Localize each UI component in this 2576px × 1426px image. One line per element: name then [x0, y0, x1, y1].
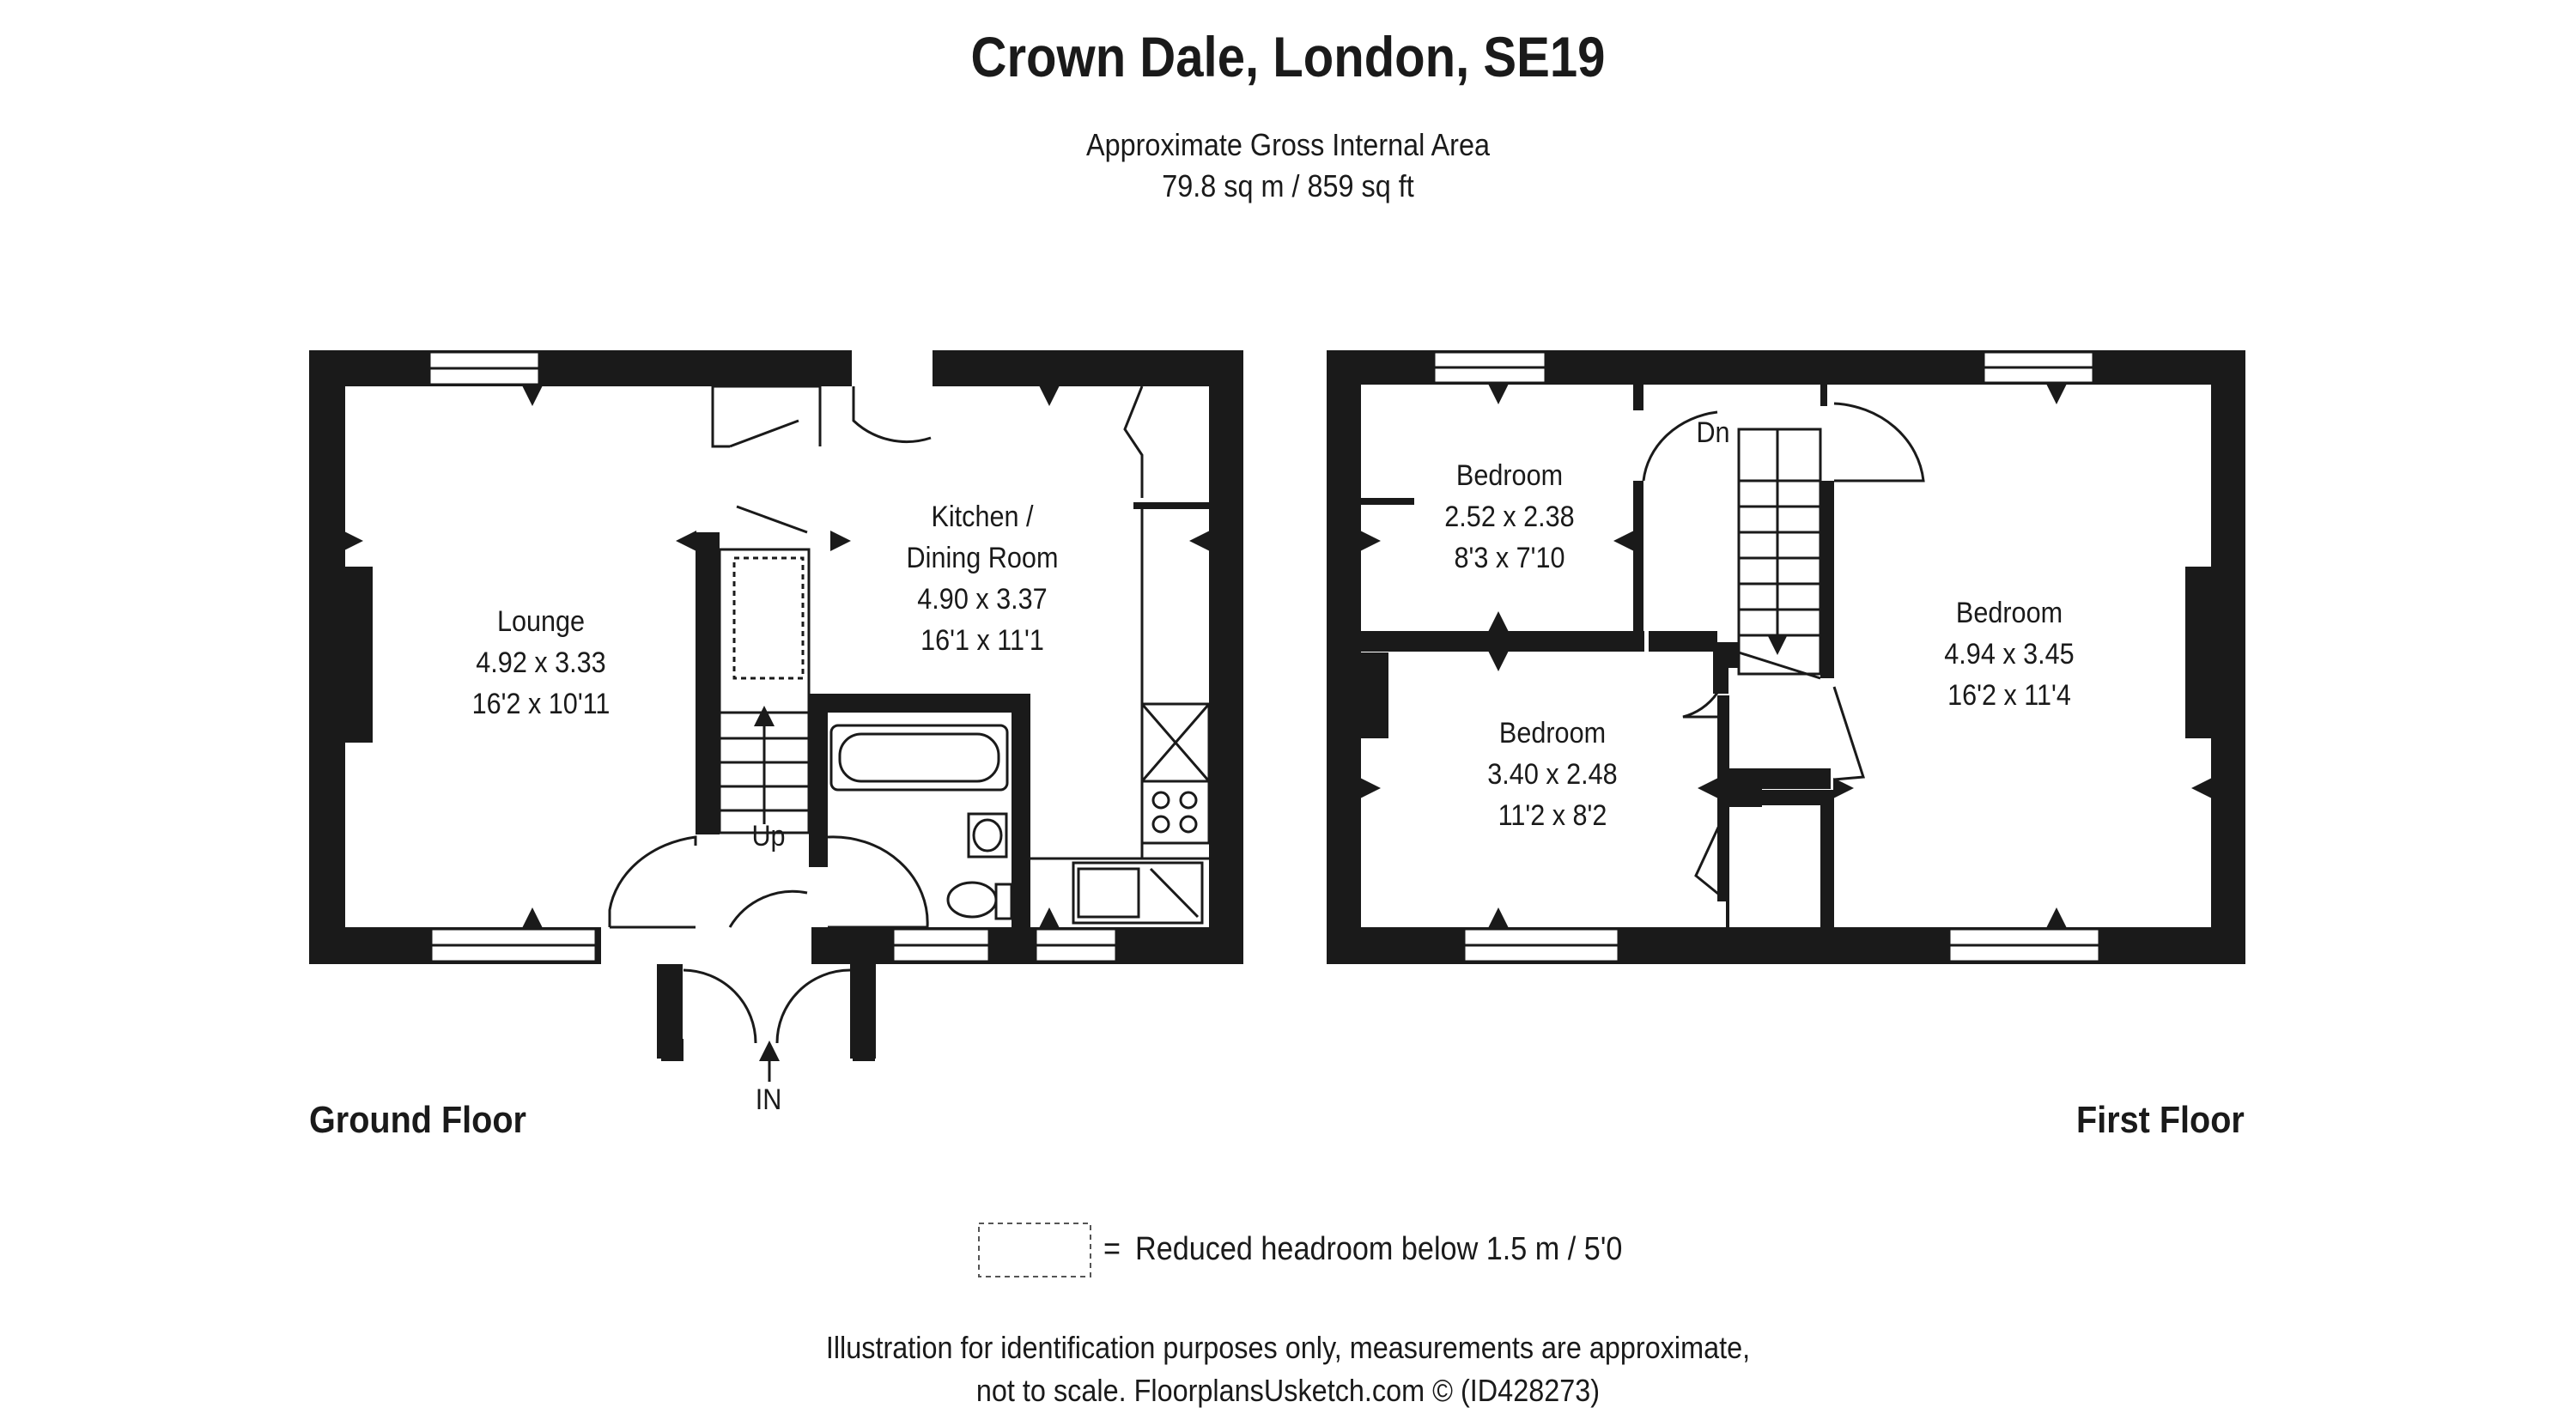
legend-equals: =: [1103, 1231, 1121, 1267]
area-line-1: Approximate Gross Internal Area: [1085, 127, 1491, 162]
room-name-2: Dining Room: [906, 542, 1059, 574]
room-bedroom-2: Bedroom 3.40 x 2.48 11'2 x 8'2: [1487, 713, 1617, 836]
first-floor-plan: [1327, 350, 2245, 964]
room-kitchen-dining: Kitchen / Dining Room 4.90 x 3.37 16'1 x…: [907, 496, 1059, 661]
room-bedroom-3: Bedroom 4.94 x 3.45 16'2 x 11'4: [1944, 592, 2074, 716]
stairs-down-label: Dn: [1696, 416, 1730, 449]
room-imperial: 16'2 x 10'11: [471, 688, 611, 720]
room-metric: 2.52 x 2.38: [1444, 501, 1575, 533]
room-imperial: 16'1 x 11'1: [920, 624, 1044, 657]
disclaimer-line-2: not to scale. FloorplansUsketch.com © (I…: [975, 1373, 1601, 1408]
first-floor-lines: [1360, 350, 2212, 963]
room-metric: 3.40 x 2.48: [1487, 758, 1618, 791]
room-metric: 4.92 x 3.33: [476, 646, 606, 679]
first-floor-label: First Floor: [2076, 1099, 2245, 1141]
ground-floor-lines: [343, 350, 1211, 1082]
legend-text: Reduced headroom below 1.5 m / 5'0: [1135, 1231, 1623, 1267]
room-metric: 4.90 x 3.37: [917, 583, 1048, 616]
room-name: Lounge: [496, 605, 586, 638]
room-name: Bedroom: [1455, 459, 1564, 492]
room-imperial: 16'2 x 11'4: [1947, 679, 2071, 712]
disclaimer-line-1: Illustration for identification purposes…: [825, 1330, 1751, 1365]
stairs-up-label: Up: [751, 820, 786, 853]
page-title: Crown Dale, London, SE19: [970, 25, 1606, 88]
entrance-label: IN: [755, 1083, 782, 1116]
room-name: Bedroom: [1955, 597, 2063, 629]
room-imperial: 8'3 x 7'10: [1454, 542, 1565, 574]
ground-floor-label: Ground Floor: [309, 1099, 526, 1141]
room-lounge: Lounge 4.92 x 3.33 16'2 x 10'11: [472, 601, 611, 725]
room-imperial: 11'2 x 8'2: [1498, 799, 1607, 832]
room-metric: 4.94 x 3.45: [1944, 638, 2075, 671]
room-name: Bedroom: [1498, 717, 1607, 749]
room-bedroom-1: Bedroom 2.52 x 2.38 8'3 x 7'10: [1444, 455, 1574, 579]
area-line-2: 79.8 sq m / 859 sq ft: [1162, 168, 1414, 203]
room-name: Kitchen /: [931, 501, 1034, 533]
reduced-headroom-swatch: [978, 1223, 1091, 1277]
